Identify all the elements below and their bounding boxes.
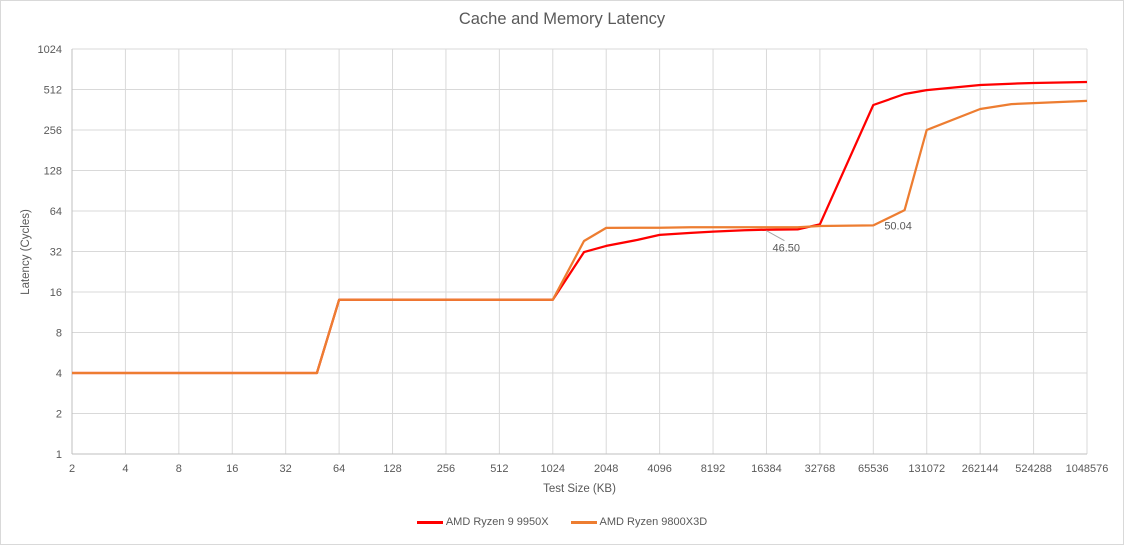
y-tick-label: 32	[50, 247, 62, 259]
y-tick-label: 256	[44, 125, 62, 137]
legend: AMD Ryzen 9 9950X AMD Ryzen 9800X3D	[0, 516, 1124, 528]
x-tick-label: 1048576	[1066, 463, 1109, 475]
x-tick-label: 2	[69, 463, 75, 475]
x-tick-label: 16	[226, 463, 238, 475]
x-tick-label: 64	[333, 463, 345, 475]
y-tick-label: 2	[56, 409, 62, 421]
x-tick-label: 8192	[701, 463, 725, 475]
x-tick-label: 4	[122, 463, 128, 475]
y-tick-label: 16	[50, 287, 62, 299]
x-tick-label: 131072	[908, 463, 945, 475]
x-tick-label: 4096	[647, 463, 671, 475]
y-tick-label: 128	[44, 166, 62, 178]
legend-label: AMD Ryzen 9 9950X	[445, 516, 549, 528]
x-tick-label: 16384	[751, 463, 782, 475]
data-label: 46.50	[772, 243, 800, 255]
legend-item: AMD Ryzen 9800X3D	[570, 516, 708, 528]
x-tick-label: 128	[383, 463, 401, 475]
x-tick-label: 262144	[962, 463, 999, 475]
y-tick-label: 8	[56, 328, 62, 340]
y-tick-label: 512	[44, 85, 62, 97]
data-label: 50.04	[884, 220, 912, 232]
legend-label: AMD Ryzen 9800X3D	[599, 516, 708, 528]
x-axis-label: Test Size (KB)	[543, 483, 616, 495]
series-line	[72, 99, 1088, 375]
x-tick-label: 1024	[541, 463, 565, 475]
legend-swatch	[570, 520, 597, 524]
x-tick-label: 8	[176, 463, 182, 475]
data-label-leader	[766, 230, 785, 242]
x-tick-label: 2048	[594, 463, 618, 475]
x-tick-label: 32	[280, 463, 292, 475]
y-tick-label: 64	[50, 206, 62, 218]
x-tick-label: 32768	[805, 463, 836, 475]
x-tick-label: 512	[490, 463, 508, 475]
y-tick-label: 1024	[38, 44, 62, 56]
y-tick-label: 1	[56, 449, 62, 461]
x-tick-label: 65536	[858, 463, 889, 475]
legend-item: AMD Ryzen 9 9950X	[416, 516, 549, 528]
x-tick-label: 256	[437, 463, 455, 475]
legend-swatch	[416, 520, 443, 524]
x-tick-label: 524288	[1015, 463, 1052, 475]
y-tick-label: 4	[56, 368, 62, 380]
chart-title: Cache and Memory Latency	[458, 10, 666, 28]
